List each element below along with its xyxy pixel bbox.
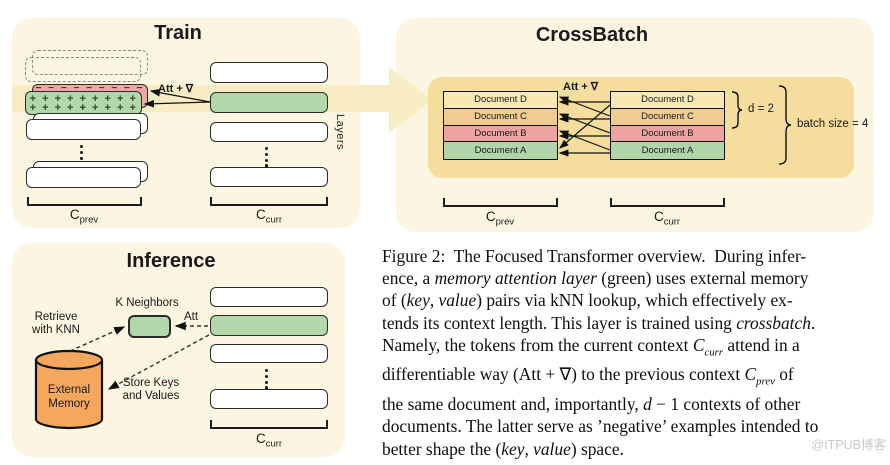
cprev-label: Cprev	[69, 207, 99, 226]
train-panel: Train − − − − − − − − − + + + + + + + + …	[12, 18, 360, 228]
curr-layer-rect	[210, 167, 328, 187]
document-row: Document A	[444, 142, 557, 160]
att-grad-label: Att + ∇	[158, 83, 194, 95]
crossbatch-title: CrossBatch	[535, 24, 649, 46]
document-row: Document A	[611, 142, 724, 160]
crossbatch-panel: CrossBatch Document D Document C Documen…	[396, 18, 874, 232]
curr-layer-rect	[210, 389, 328, 409]
caption-line: documents. The latter serve as ’negative…	[382, 416, 819, 437]
cprev-document-table: Document D Document C Document B Documen…	[443, 91, 558, 161]
positive-context-rect: + + + + + + + + + + + + + + + + + + + +	[25, 91, 142, 123]
document-row: Document B	[611, 125, 724, 143]
batch-size-label: batch size = 4	[797, 118, 869, 130]
minus-signs: − − − − − − − − −	[35, 83, 145, 94]
curr-layer-rect	[210, 287, 328, 307]
watermark: @ITPUB博客	[811, 438, 887, 452]
prev-layer-rect	[26, 167, 141, 188]
plus-signs-row1: + + + + + + + + + +	[29, 93, 138, 114]
crossbatch-attention-arrows	[558, 85, 792, 165]
caption-line: Namely, the tokens from the current cont…	[382, 334, 800, 359]
ccurr-bracket	[610, 198, 725, 207]
dashed-context-back	[32, 50, 148, 75]
caption-line: of (key, value) pairs via kNN lookup, wh…	[382, 290, 793, 311]
caption-line: better shape the (key, value) space.	[382, 438, 624, 459]
att-label: Att	[184, 311, 199, 323]
document-row: Document C	[444, 108, 557, 126]
caption-line: Figure 2: The Focused Transformer overvi…	[382, 246, 807, 266]
document-row: Document B	[444, 125, 557, 143]
document-row: Document C	[611, 108, 724, 126]
ccurr-label: Ccurr	[653, 209, 681, 228]
att-grad-label: Att + ∇	[563, 81, 599, 93]
layers-label: Layers	[334, 114, 346, 151]
caption-line: tends its context length. This layer is …	[382, 312, 816, 333]
curr-layer-rect	[210, 62, 328, 83]
inference-dashed-arrows	[69, 321, 210, 390]
memory-attention-layer-rect	[210, 315, 328, 336]
external-memory-cylinder	[34, 349, 104, 430]
inference-title: Inference	[126, 250, 216, 272]
cprev-bracket	[443, 198, 558, 207]
caption-line: ence, a memory attention layer (green) u…	[382, 268, 809, 289]
train-title: Train	[154, 22, 202, 44]
d-brace	[731, 91, 743, 129]
figure-caption: Figure 2: The Focused Transformer overvi…	[382, 245, 888, 460]
k-neighbors-label: K Neighbors	[115, 297, 179, 309]
ccurr-bracket	[210, 420, 328, 429]
curr-layer-rect	[210, 344, 328, 363]
cprev-bracket	[27, 197, 142, 206]
ccurr-document-table: Document D Document C Document B Documen…	[610, 91, 725, 161]
document-row: Document D	[611, 92, 724, 109]
cprev-label: Cprev	[485, 209, 515, 228]
curr-layer-rect	[210, 122, 328, 142]
external-memory-label: External Memory	[47, 384, 91, 410]
inference-panel: Inference Retrieve with KNN K Neighbors …	[12, 243, 345, 457]
dashed-context-front	[25, 57, 141, 82]
train-attention-arrows	[143, 88, 211, 108]
ccurr-label: Ccurr	[255, 431, 283, 450]
store-keys-values-label: Store Keys and Values	[122, 377, 180, 402]
retrieve-knn-label: Retrieve with KNN	[32, 311, 80, 336]
batch-size-brace	[778, 85, 792, 165]
document-row: Document D	[444, 92, 557, 109]
vertical-ellipsis	[265, 369, 269, 390]
memory-attention-layer-rect	[210, 92, 328, 113]
caption-line: the same document and, importantly, d − …	[382, 394, 801, 415]
k-neighbors-box	[128, 315, 171, 338]
ccurr-bracket	[210, 197, 328, 206]
prev-layer-rect	[26, 119, 141, 140]
ccurr-label: Ccurr	[255, 207, 283, 226]
vertical-ellipsis	[265, 147, 269, 168]
caption-line: differentiable way (Att + ∇) to the prev…	[382, 364, 794, 388]
d-equals-label: d = 2	[748, 103, 774, 115]
